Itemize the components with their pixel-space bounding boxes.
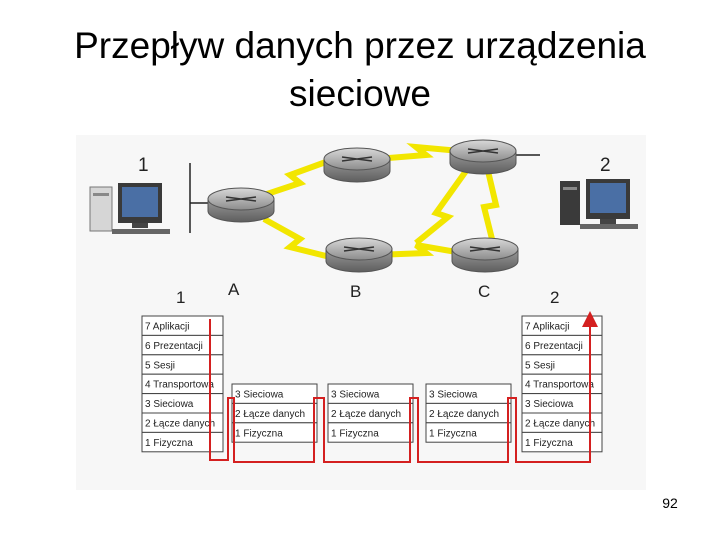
layer-label-router_c-2: 1 Fizyczna <box>429 428 477 439</box>
label-host-2: 2 <box>550 288 559 307</box>
page-title: Przepływ danych przez urządzenia sieciow… <box>0 22 720 118</box>
link-top-routers <box>375 143 461 162</box>
layer-label-host1-5: 2 Łącze danych <box>145 419 215 430</box>
label-host-1: 1 <box>176 288 185 307</box>
label-router-b: B <box>350 282 361 301</box>
layer-label-router_c-0: 3 Sieciowa <box>429 390 478 401</box>
data-flow-diagram: 1 2 <box>76 135 646 490</box>
router-c-icon <box>451 237 519 273</box>
layer-cell-router_b-2 <box>327 422 414 443</box>
link-a-b-bottom <box>262 216 339 262</box>
layer-label-router_c-1: 2 Łącze danych <box>429 409 499 420</box>
layer-cell-host1-6 <box>141 431 224 453</box>
layer-label-host2-4: 3 Sieciowa <box>525 399 574 410</box>
label-router-a: A <box>228 280 240 299</box>
layer-label-host1-3: 4 Transportowa <box>145 380 214 391</box>
router-b-icon <box>325 237 393 273</box>
osi-stacks: 7 Aplikacji 6 Prezentacji 5 Sesji 4 Transpo… <box>141 315 603 453</box>
layer-label-router_a-1: 2 Łącze danych <box>235 409 305 420</box>
layer-label-host1-1: 6 Prezentacji <box>145 341 203 352</box>
layer-label-host2-0: 7 Aplikacji <box>525 322 569 333</box>
link-right-vertical <box>480 170 500 240</box>
layer-label-host2-1: 6 Prezentacji <box>525 341 583 352</box>
host-left-label: 1 <box>138 155 149 176</box>
link-bottom-routers <box>373 242 463 258</box>
layer-label-router_b-1: 2 Łącze danych <box>331 409 401 420</box>
layer-label-host1-0: 7 Aplikacji <box>145 322 189 333</box>
host-right-label: 2 <box>600 155 611 176</box>
router-a-icon <box>207 187 275 223</box>
layer-label-host2-5: 2 Łącze danych <box>525 419 595 430</box>
layer-label-router_b-2: 1 Fizyczna <box>331 428 379 439</box>
layer-label-host2-3: 4 Transportowa <box>525 380 594 391</box>
layer-cell-host2-6 <box>521 431 603 453</box>
router-top-right-icon <box>449 139 517 175</box>
title-line-1: Przepływ danych przez urządzenia <box>74 25 646 66</box>
link-a-b-top <box>263 156 336 198</box>
layer-cell-router_c-2 <box>425 422 512 443</box>
label-router-c: C <box>478 282 490 301</box>
layer-label-host1-4: 3 Sieciowa <box>145 399 194 410</box>
link-diagonal <box>414 169 469 246</box>
layer-label-router_b-0: 3 Sieciowa <box>331 390 380 401</box>
layer-label-host1-2: 5 Sesji <box>145 360 175 371</box>
data-flow-path <box>209 311 598 463</box>
layer-label-host2-6: 1 Fizyczna <box>525 438 573 449</box>
router-top-left-icon <box>323 147 391 183</box>
title-line-2: sieciowe <box>289 73 431 114</box>
page-number: 92 <box>662 495 678 511</box>
layer-cell-router_a-2 <box>231 422 318 443</box>
serial-links <box>262 143 500 262</box>
layer-label-router_a-2: 1 Fizyczna <box>235 428 283 439</box>
computer-right-icon <box>560 179 638 229</box>
layer-label-host2-2: 5 Sesji <box>525 360 555 371</box>
computer-left-icon <box>89 183 170 234</box>
layer-label-router_a-0: 3 Sieciowa <box>235 390 284 401</box>
layer-label-host1-6: 1 Fizyczna <box>145 438 193 449</box>
